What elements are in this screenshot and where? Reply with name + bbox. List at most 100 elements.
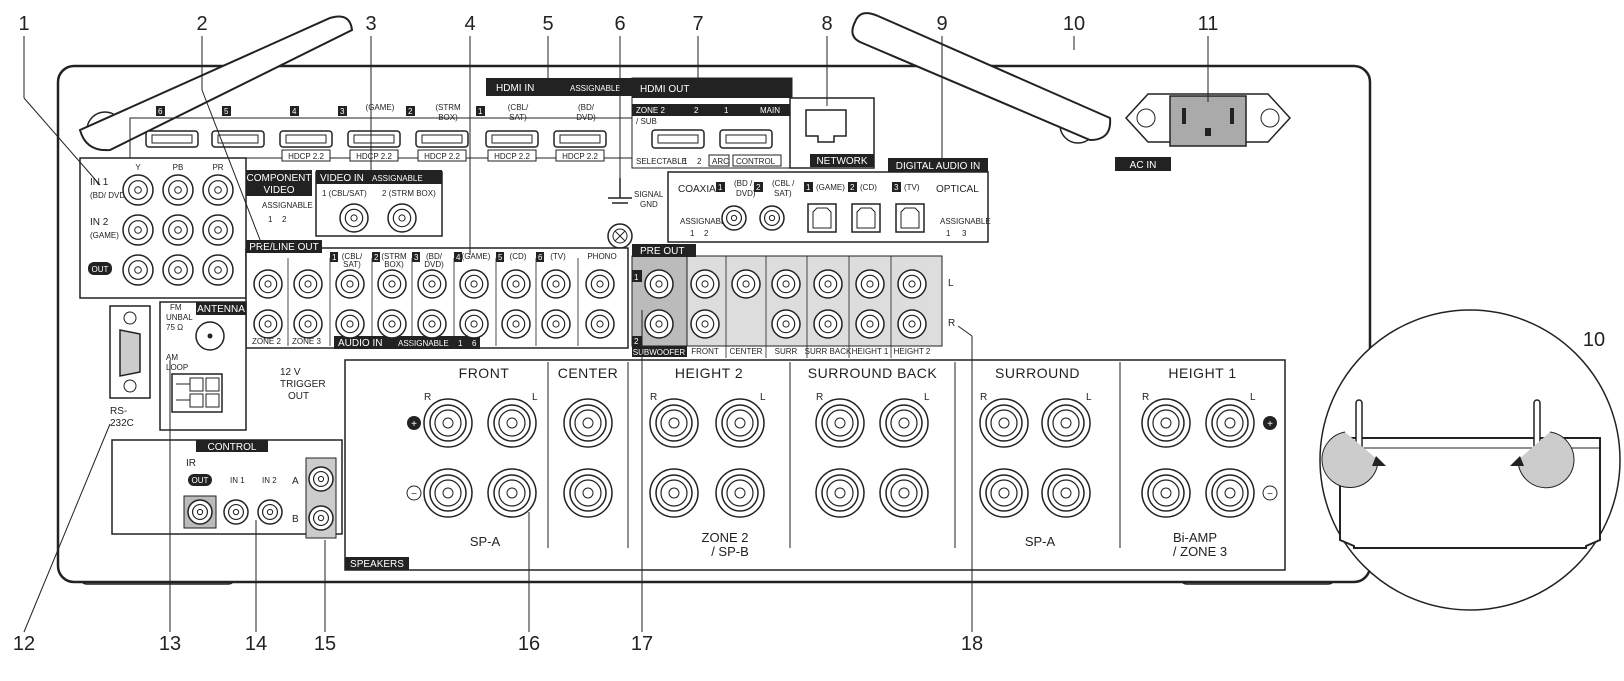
pre-out-jack-l [855,269,885,299]
hdmi-in-port: 5 [211,106,265,148]
video-in-port-2: 2 (STRM BOX) [382,189,436,198]
component-in2-name: (GAME) [90,231,119,240]
callout-2: 2 [196,13,207,35]
callout-10: 10 [1063,13,1085,35]
coaxial-range-a: 1 [690,229,695,238]
rs232c-label-1: RS- [110,406,127,417]
audio-in-name: (TV) [550,252,566,261]
pre-out-jacks [644,256,927,358]
coaxial-assignable: ASSIGNABLE [680,217,731,226]
video-in-assignable: ASSIGNABLE [372,174,423,183]
audio-in-num: 1 [332,253,337,262]
component-jack [122,254,154,286]
audio-jack-r [459,309,489,339]
am-label: AM [166,353,178,362]
ir-jack [187,499,213,525]
callout-4: 4 [464,13,475,35]
speaker-group-label: HEIGHT 2 [675,365,743,381]
ir-jack [257,499,283,525]
audio-in-name: (CD) [510,252,527,261]
ir-out-label: OUT [192,476,209,485]
hdmi-out-sub: / SUB [636,117,657,126]
component-col-label: Y [135,163,141,172]
audio-in-assignable: ASSIGNABLE [398,339,449,348]
hdmi-in-port-name: (CBL/ [508,103,529,112]
speaker-terminal [487,398,537,448]
component-range-b: 2 [282,215,287,224]
optical-jack [895,203,925,233]
pre-out-channel-label: SURR [775,347,798,356]
hdmi-out-selectable: SELECTABLE [636,157,687,166]
coaxial-range-b: 2 [704,229,709,238]
pre-out-jack-l [813,269,843,299]
hdmi-in-port-name: (GAME) [366,103,395,112]
audio-in-name: BOX) [384,260,404,269]
ir-in2-label: IN 2 [262,476,277,485]
hdmi-out-arc: ARC [712,157,729,166]
component-assignable: ASSIGNABLE [262,201,313,210]
speaker-plus-right: + [1267,419,1273,430]
audio-in-name: (STRM [381,252,407,261]
video-in-jack [387,203,417,233]
speaker-zone3: / ZONE 3 [1173,544,1227,559]
hdmi-in-assignable: ASSIGNABLE [570,84,621,93]
audio-jack-l [253,269,283,299]
ir-in1-label: IN 1 [230,476,245,485]
hdmi-in-port-num: 1 [478,107,483,116]
audio-jack-l [377,269,407,299]
coaxial-jack [721,205,747,231]
rs232c-label-2: 232C [110,418,134,429]
component-in2: IN 2 [90,217,109,228]
trigger-b: B [292,514,299,525]
speaker-l-label: L [1086,392,1092,403]
speaker-biamp: Bi-AMP [1173,530,1217,545]
speaker-terminal [1205,468,1255,518]
hdcp-label: HDCP 2.2 [424,152,460,161]
speaker-l-label: L [760,392,766,403]
pre-out-jack-l [771,269,801,299]
speaker-group-label: SURROUND BACK [808,365,938,381]
ir-jacks [187,499,283,525]
pre-out-channel-label: CENTER [730,347,763,356]
audio-in-range-b: 6 [472,339,477,348]
subwoofer-2: 2 [634,337,639,346]
optical-num: 2 [850,183,855,192]
callout-6: 6 [614,13,625,35]
hdmi-out-control: CONTROL [736,157,776,166]
antenna-inset [1319,309,1621,611]
pre-out-jack-r [855,309,885,339]
optical-name: (CD) [860,183,877,192]
hdmi-out-sel-a: 1 [683,157,688,166]
audio-jack-l [293,269,323,299]
component-jack [162,174,194,206]
audio-in-num: 6 [538,253,543,262]
speaker-minus-left: − [411,489,417,500]
ac-in-label-box [1115,157,1171,171]
callout-3: 3 [365,13,376,35]
audio-jack-r [501,309,531,339]
optical-jack [851,203,881,233]
callout-5: 5 [542,13,553,35]
speaker-terminal [715,468,765,518]
signal-gnd [607,178,633,249]
optical-num: 1 [806,183,811,192]
coaxial-jack [759,205,785,231]
speaker-group-label: SURROUND [995,365,1080,381]
pre-out-title: PRE OUT [640,246,684,257]
antenna-title: ANTENNA [197,304,245,315]
pre-out-jack-l [690,269,720,299]
audio-jack-r [293,309,323,339]
ir-jack [223,499,249,525]
trigger-jack-a [308,466,334,492]
callout-8: 8 [821,13,832,35]
hdcp-label: HDCP 2.2 [562,152,598,161]
component-jack [122,174,154,206]
coax-name: (BD / [734,179,753,188]
optical-name: (GAME) [816,183,845,192]
hdmi-out-main: MAIN [760,106,780,115]
ohm-label: 75 Ω [166,323,183,332]
pre-out-jack-r [771,309,801,339]
fm-label: FM [170,303,182,312]
